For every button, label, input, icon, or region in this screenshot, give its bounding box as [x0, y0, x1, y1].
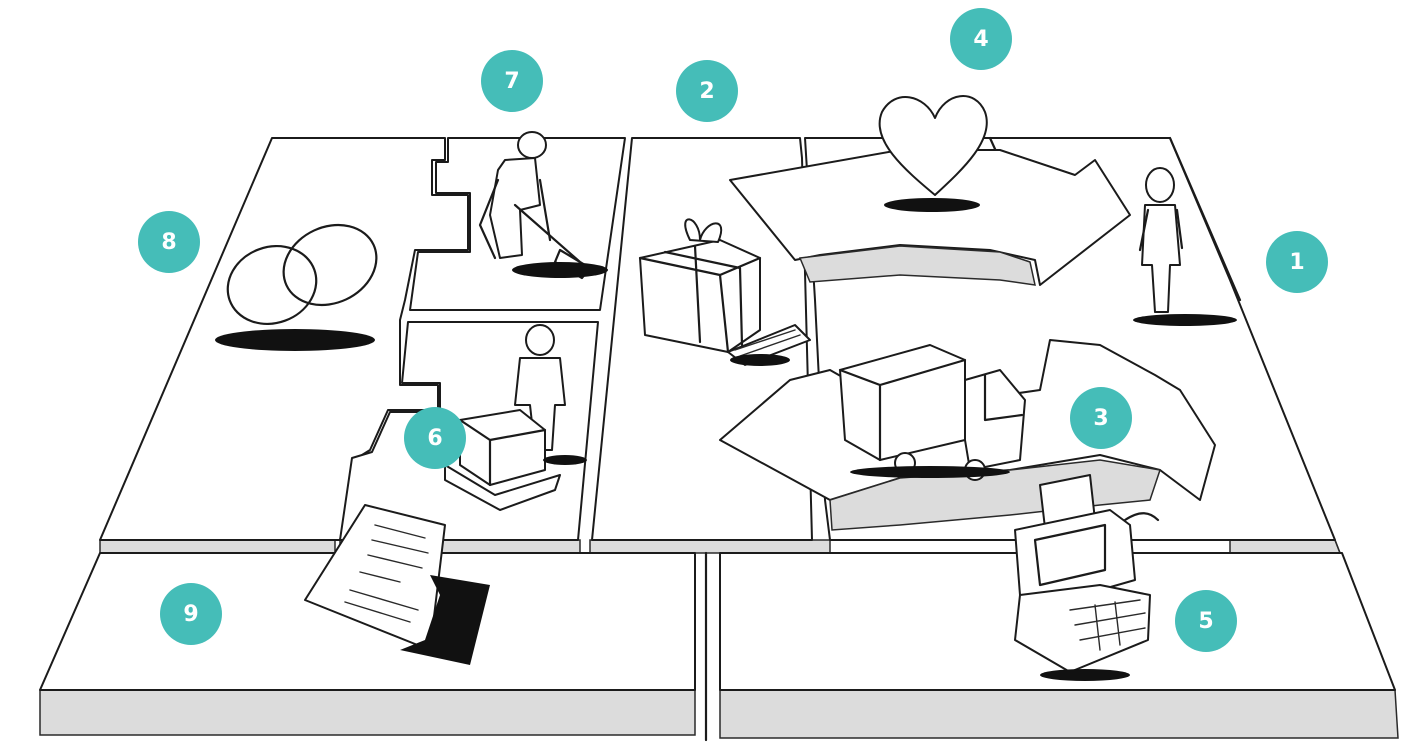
- badge-key-resources: 6: [404, 407, 466, 469]
- badge-customer-segments: 1: [1266, 231, 1328, 293]
- badge-label: 4: [973, 27, 988, 52]
- badge-label: 2: [699, 79, 714, 104]
- badge-revenue-streams: 5: [1175, 590, 1237, 652]
- badge-label: 3: [1093, 406, 1108, 431]
- badge-key-activities: 7: [481, 50, 543, 112]
- badge-label: 8: [161, 230, 176, 255]
- badge-label: 5: [1198, 609, 1213, 634]
- badge-label: 1: [1289, 250, 1304, 275]
- badge-customer-relationships: 4: [950, 8, 1012, 70]
- badge-label: 7: [504, 69, 519, 94]
- badge-label: 6: [427, 426, 442, 451]
- badge-cost-structure: 9: [160, 583, 222, 645]
- badge-label: 9: [183, 602, 198, 627]
- badge-channels: 3: [1070, 387, 1132, 449]
- badge-value-propositions: 2: [676, 60, 738, 122]
- badge-key-partners: 8: [138, 211, 200, 273]
